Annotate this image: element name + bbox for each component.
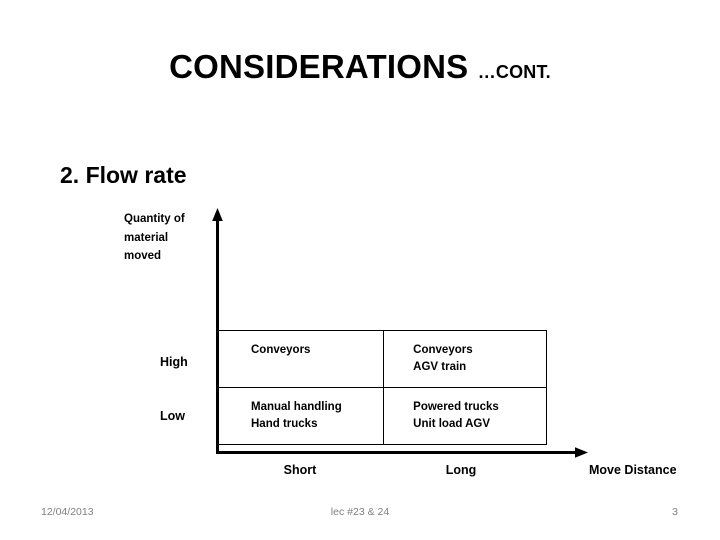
footer-date: 12/04/2013 — [41, 506, 94, 518]
matrix-cell-low-short: Manual handling Hand trucks — [216, 387, 385, 445]
y-axis-arrowhead-icon — [212, 208, 223, 221]
matrix-cell-low-long-line-1: Powered trucks — [413, 401, 499, 413]
y-axis-label-line-2: material — [124, 231, 169, 244]
flow-rate-matrix-table: Conveyors Conveyors AGV train Manual han… — [216, 330, 547, 445]
matrix-cell-high-long-line-2: AGV train — [413, 360, 467, 373]
table-row: Manual handling Hand trucks Powered truc… — [216, 387, 547, 445]
slide-title-main: CONSIDERATIONS — [169, 48, 478, 85]
matrix-cell-low-long-line-2: Unit load AGV — [413, 417, 491, 430]
y-axis-label-line-3: moved — [124, 250, 162, 263]
matrix-cell-low-short-line-2: Hand trucks — [251, 417, 318, 430]
slide-footer: 12/04/2013 lec #23 & 24 3 — [0, 506, 720, 526]
row-label-high: High — [160, 355, 188, 369]
y-axis-label-line-1: Quantity of — [124, 213, 185, 225]
matrix-cell-low-short-line-1: Manual handling — [251, 401, 342, 413]
x-axis-title: Move Distance — [589, 463, 677, 477]
row-label-low: Low — [160, 409, 185, 423]
column-label-long: Long — [445, 463, 477, 477]
section-heading: 2. Flow rate — [60, 162, 187, 188]
footer-lecture-label: lec #23 & 24 — [330, 506, 390, 518]
matrix-cell-high-long-line-1: Conveyors — [413, 344, 473, 356]
footer-page-number: 3 — [672, 506, 678, 518]
x-axis-arrowhead-icon — [575, 447, 588, 458]
slide-title-continuation: …CONT. — [477, 62, 551, 82]
matrix-cell-low-long: Powered trucks Unit load AGV — [383, 387, 547, 445]
matrix-cell-high-short-line-1: Conveyors — [251, 344, 311, 356]
column-label-short: Short — [283, 463, 317, 477]
table-row: Conveyors Conveyors AGV train — [216, 330, 547, 388]
y-axis-label: Quantity of material moved — [124, 210, 214, 266]
matrix-cell-high-short: Conveyors — [216, 330, 385, 388]
slide-title: CONSIDERATIONS …CONT. — [0, 50, 720, 83]
matrix-cell-high-long: Conveyors AGV train — [383, 330, 547, 388]
